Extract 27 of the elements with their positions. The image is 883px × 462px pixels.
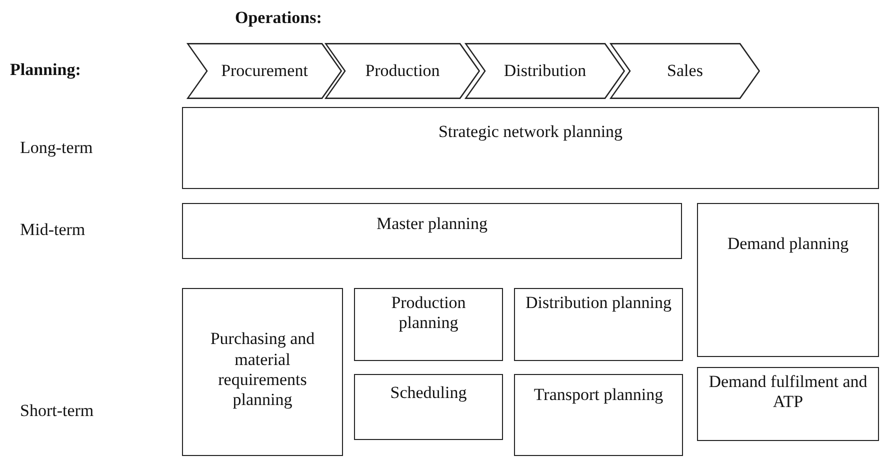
planning-box — [182, 107, 879, 189]
planning-box — [354, 288, 503, 361]
planning-box — [697, 367, 879, 441]
planning-box — [182, 203, 682, 259]
task-name: Purchasing and material requirements planning — [209, 329, 316, 411]
task-name: Scheduling — [390, 383, 467, 404]
task-name: Demand planning — [727, 234, 849, 254]
task-name: Production planning — [390, 293, 467, 334]
planning-box — [697, 203, 879, 357]
task-name: Master planning — [376, 214, 488, 234]
planning-box — [514, 374, 683, 456]
header-label: Planning: — [10, 60, 81, 80]
task-name: Demand fulfilment and ATP — [708, 372, 868, 413]
task-name: Transport planning — [534, 385, 664, 406]
stage-name: Distribution — [504, 60, 586, 82]
stage-name: Production — [365, 60, 440, 82]
row-label: Mid-term — [20, 220, 86, 240]
row-label: Long-term — [20, 138, 93, 158]
planning-box — [182, 288, 343, 456]
row-label: Short-term — [20, 401, 94, 421]
header-label: Operations: — [235, 8, 322, 28]
planning-box — [514, 288, 683, 361]
task-name: Strategic network planning — [438, 122, 623, 142]
planning-box — [354, 374, 503, 440]
stage-name: Sales — [667, 60, 703, 82]
stage-name: Procurement — [221, 60, 308, 82]
task-name: Distribution planning — [526, 293, 672, 314]
